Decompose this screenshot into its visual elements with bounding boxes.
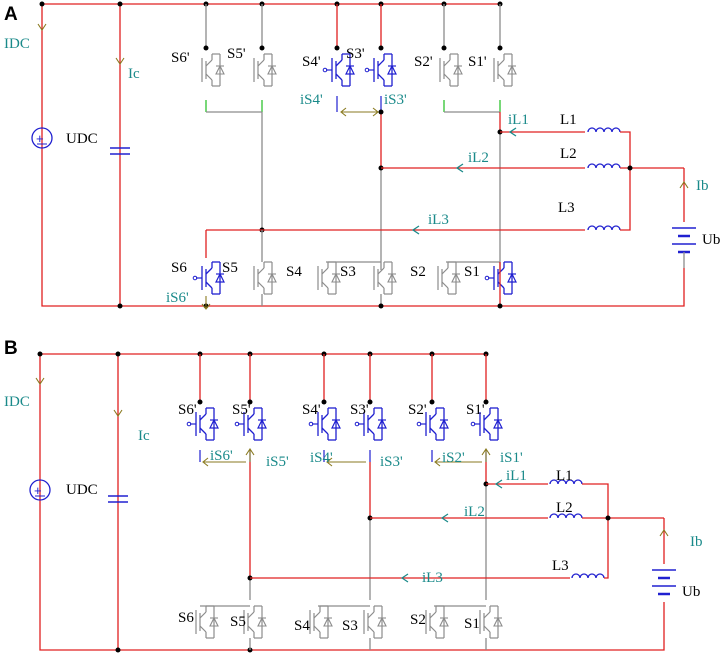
label-b-udc: UDC bbox=[66, 482, 98, 498]
label-b-l3: L3 bbox=[552, 558, 569, 574]
label-l3: L3 bbox=[558, 200, 575, 216]
panel-a-letter: A bbox=[4, 4, 18, 25]
inductor-l1-icon bbox=[587, 127, 621, 133]
switch-b-s3-icon bbox=[363, 605, 387, 639]
switch-s4-icon bbox=[317, 261, 341, 295]
switch-b-s4-icon bbox=[309, 605, 333, 639]
label-b-s4p: S4' bbox=[302, 402, 321, 418]
label-b-s2: S2 bbox=[410, 612, 426, 628]
switch-s2p-icon bbox=[439, 53, 463, 87]
label-s5: S5 bbox=[222, 260, 238, 276]
label-s4p: S4' bbox=[302, 54, 321, 70]
label-b-il2: iL2 bbox=[464, 504, 485, 520]
label-il2: iL2 bbox=[468, 150, 489, 166]
label-s2: S2 bbox=[410, 264, 426, 280]
label-b-il1: iL1 bbox=[506, 468, 527, 484]
label-b-is1p: iS1' bbox=[500, 450, 523, 466]
switch-s3p-icon bbox=[364, 53, 397, 87]
inductor-b-l3-icon bbox=[571, 573, 605, 579]
label-il3: iL3 bbox=[428, 212, 449, 228]
panel-a: A + bbox=[4, 1, 720, 310]
label-b-s3p: S3' bbox=[350, 402, 369, 418]
inductor-l3-icon bbox=[587, 225, 621, 231]
label-ub: Ub bbox=[702, 232, 720, 248]
switch-s3-icon bbox=[373, 261, 397, 295]
label-b-is2p: iS2' bbox=[442, 450, 465, 466]
switch-b-s5-icon bbox=[243, 605, 267, 639]
panel-b-letter: B bbox=[4, 338, 18, 359]
label-s6p: S6' bbox=[171, 50, 190, 66]
switch-s1p-icon bbox=[493, 53, 517, 87]
dc-current-source-icon bbox=[31, 127, 53, 149]
label-s4: S4 bbox=[286, 264, 302, 280]
label-b-s5p: S5' bbox=[232, 402, 251, 418]
label-b-s6: S6 bbox=[178, 610, 194, 626]
label-b-is6p: iS6' bbox=[210, 448, 233, 464]
label-b-l2: L2 bbox=[556, 500, 573, 516]
panel-b: B + bbox=[4, 338, 703, 653]
label-b-ub: Ub bbox=[682, 584, 700, 600]
label-is6p: iS6' bbox=[166, 290, 189, 306]
label-b-s2p: S2' bbox=[408, 402, 427, 418]
svg-text:+: + bbox=[34, 483, 42, 498]
label-b-is3p: iS3' bbox=[380, 454, 403, 470]
switch-s6p-icon bbox=[201, 53, 225, 87]
label-s5p: S5' bbox=[227, 46, 246, 62]
label-b-is4p: iS4' bbox=[310, 450, 333, 466]
switch-s2-icon bbox=[437, 261, 461, 295]
label-is3p: iS3' bbox=[384, 92, 407, 108]
label-l2: L2 bbox=[560, 146, 577, 162]
switch-s5-icon bbox=[253, 261, 277, 295]
label-idc: IDC bbox=[4, 36, 30, 52]
label-b-s6p: S6' bbox=[178, 402, 197, 418]
label-b-l1: L1 bbox=[556, 468, 573, 484]
label-b-ib: Ib bbox=[690, 534, 703, 550]
label-ic: Ic bbox=[128, 66, 140, 82]
switch-b-s6-icon bbox=[195, 605, 219, 639]
label-s2p: S2' bbox=[414, 54, 433, 70]
label-s6: S6 bbox=[171, 260, 187, 276]
label-udc: UDC bbox=[66, 131, 98, 147]
label-b-s5: S5 bbox=[230, 614, 246, 630]
label-s1: S1 bbox=[464, 264, 480, 280]
switch-b-s1-icon bbox=[479, 605, 503, 639]
label-s1p: S1' bbox=[468, 54, 487, 70]
dc-current-source-icon-b bbox=[29, 479, 51, 501]
inductor-l2-icon bbox=[587, 163, 621, 169]
label-s3p: S3' bbox=[346, 46, 365, 62]
label-b-s1p: S1' bbox=[466, 402, 485, 418]
label-b-is5p: iS5' bbox=[266, 454, 289, 470]
label-b-s1: S1 bbox=[464, 616, 480, 632]
switch-b-s2-icon bbox=[425, 605, 449, 639]
svg-text:+: + bbox=[36, 131, 44, 146]
switch-s5p-icon bbox=[253, 53, 277, 87]
label-ib: Ib bbox=[696, 178, 709, 194]
label-b-s4: S4 bbox=[294, 618, 310, 634]
label-b-s3: S3 bbox=[342, 618, 358, 634]
label-l1: L1 bbox=[560, 112, 577, 128]
switch-s6-icon bbox=[192, 261, 225, 295]
label-is4p: iS4' bbox=[300, 92, 323, 108]
label-b-il3: iL3 bbox=[422, 570, 443, 586]
label-b-ic: Ic bbox=[138, 428, 150, 444]
label-il1: iL1 bbox=[508, 112, 529, 128]
label-b-idc: IDC bbox=[4, 394, 30, 410]
label-s3: S3 bbox=[340, 264, 356, 280]
